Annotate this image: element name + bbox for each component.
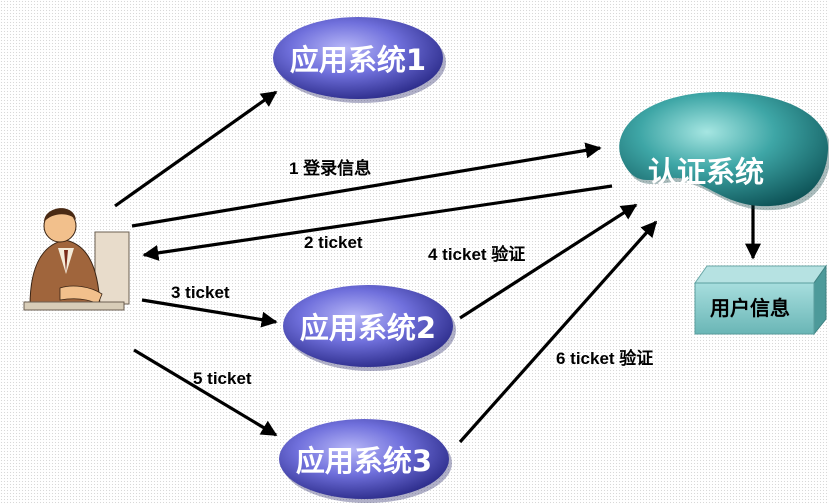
user-info-label: 用户信息 [710, 296, 790, 320]
app-system-2-label: 应用系统2 [300, 311, 436, 345]
edge-label-4: 4 ticket 验证 [428, 244, 525, 264]
edge-labels: 1 登录信息 2 ticket 3 ticket 4 ticket 验证 5 t… [171, 158, 653, 388]
auth-system-shape [619, 92, 829, 207]
arrows [114, 90, 761, 444]
user-at-computer-icon [23, 208, 130, 311]
edge-label-5: 5 ticket [193, 369, 252, 388]
app-system-3: 应用系统3 [279, 419, 452, 503]
app-system-1: 应用系统1 [273, 17, 446, 103]
edge-label-2: 2 ticket [304, 233, 363, 252]
edge-label-6: 6 ticket 验证 [556, 348, 653, 368]
arrow-user-to-app2 [141, 298, 278, 328]
app-system-1-label: 应用系统1 [290, 43, 426, 77]
arrow-auth-to-user [142, 184, 613, 261]
arrow-user-to-auth [131, 142, 602, 228]
arrow-user-to-app3 [133, 348, 278, 437]
auth-system: 认证系统 [619, 92, 829, 211]
arrow-user-to-app1 [114, 90, 278, 208]
auth-system-label: 认证系统 [648, 155, 764, 189]
edge-label-1: 1 登录信息 [289, 158, 371, 178]
user-info-store: 用户信息 [694, 264, 827, 336]
arrow-app2-to-auth [459, 203, 638, 320]
edge-label-3: 3 ticket [171, 283, 230, 302]
arrow-app3-to-auth [458, 220, 658, 444]
app-system-3-label: 应用系统3 [296, 444, 432, 478]
app-system-2: 应用系统2 [283, 285, 456, 371]
